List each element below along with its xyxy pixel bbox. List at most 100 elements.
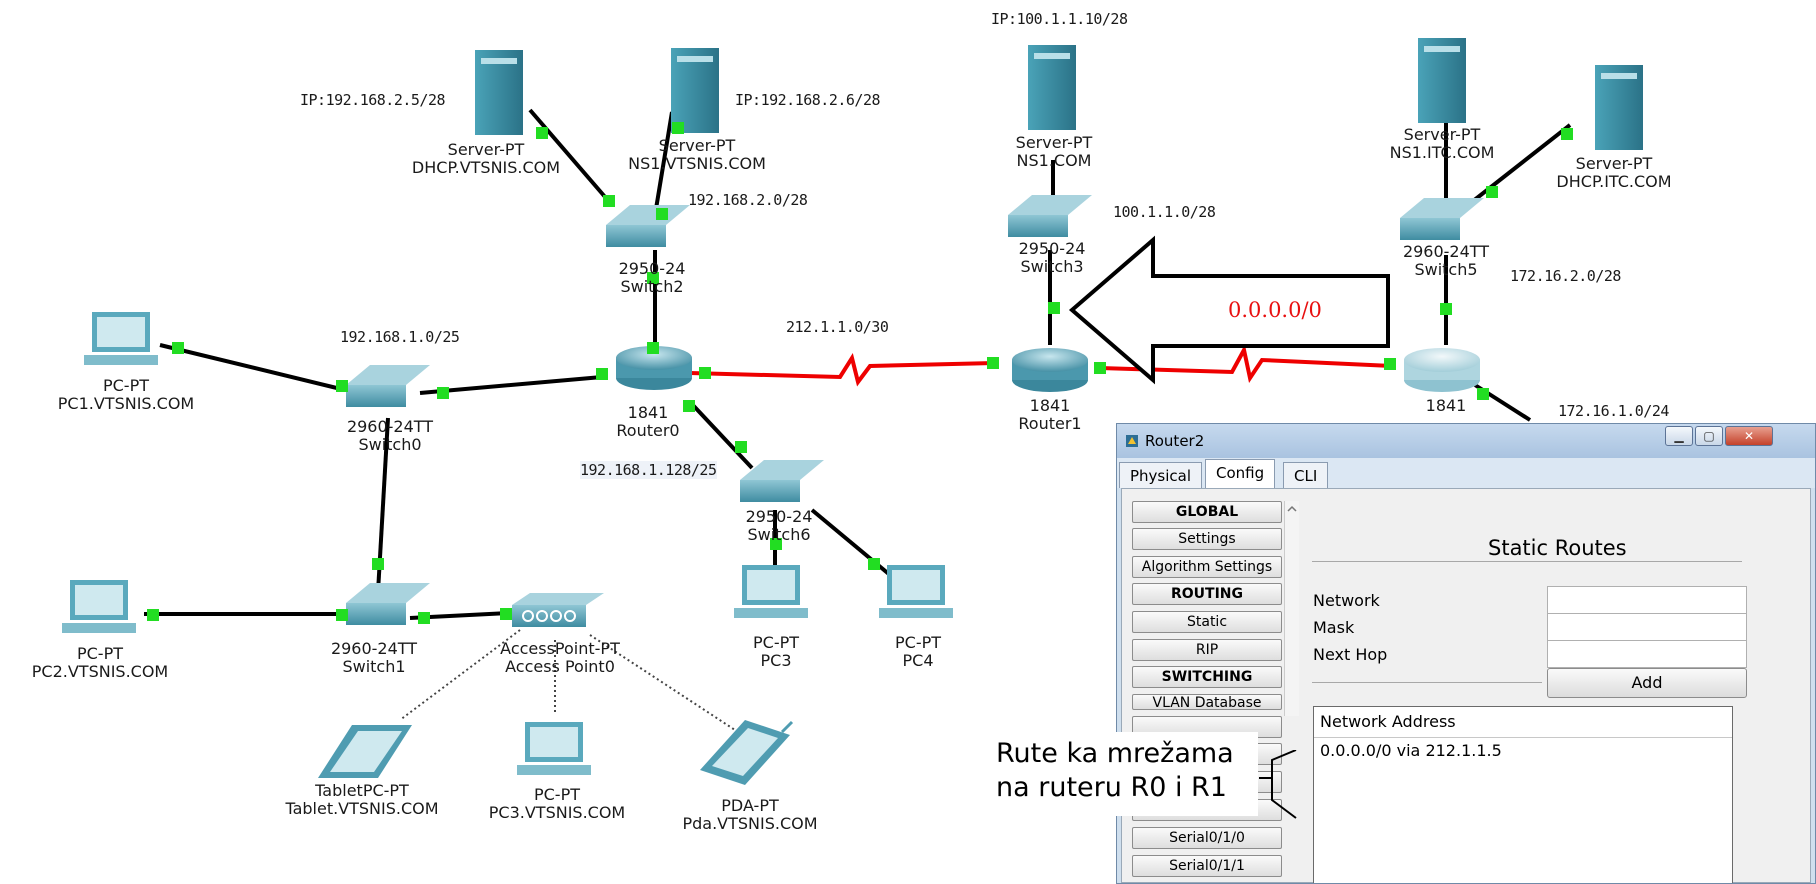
device-name: Pda.VTSNIS.COM xyxy=(682,814,818,833)
maximize-button[interactable]: ▢ xyxy=(1695,426,1723,446)
switch-icon[interactable] xyxy=(606,205,690,247)
callout-line2: na ruteru R0 i R1 xyxy=(996,772,1227,803)
packet-tracer-icon xyxy=(1126,435,1138,447)
device-name: DHCP.ITC.COM xyxy=(1556,172,1672,191)
device-name: PC1.VTSNIS.COM xyxy=(57,394,195,413)
window-titlebar[interactable]: Router2 ▁ ▢ ✕ xyxy=(1117,424,1815,458)
switch-icon[interactable] xyxy=(740,460,824,502)
routes-list[interactable]: Network Address 0.0.0.0/0 via 212.1.1.5 xyxy=(1313,706,1733,883)
device-type: PC-PT xyxy=(102,376,149,395)
tab-cli[interactable]: CLI xyxy=(1283,462,1329,488)
static-routes-title: Static Routes xyxy=(1488,536,1627,560)
server-icon[interactable] xyxy=(671,48,719,133)
minimize-button[interactable]: ▁ xyxy=(1665,426,1693,446)
window-title: Router2 xyxy=(1145,432,1205,450)
device-type: PC-PT xyxy=(752,633,800,652)
sidebar-item-rip[interactable]: RIP xyxy=(1132,639,1282,661)
callout-text: Rute ka mrežama na ruteru R0 i R1 xyxy=(996,737,1256,805)
title-divider xyxy=(1312,561,1742,562)
pda-icon[interactable] xyxy=(700,720,794,785)
network-label: 172.16.2.0/28 xyxy=(1510,267,1621,285)
device-model: 2950-24 xyxy=(1018,239,1086,258)
default-route-arrow xyxy=(1068,235,1390,385)
route-entry[interactable]: 0.0.0.0/0 via 212.1.1.5 xyxy=(1320,741,1502,760)
device-name: NS1.ITC.COM xyxy=(1389,143,1495,162)
network-label: 100.1.1.0/28 xyxy=(1113,203,1216,221)
tablet-icon[interactable] xyxy=(318,725,412,778)
chevron-up-icon[interactable] xyxy=(1285,502,1299,516)
device-name: Switch3 xyxy=(1020,257,1084,276)
device-name: Switch6 xyxy=(747,525,811,544)
sidebar-item-vlan-database[interactable]: VLAN Database xyxy=(1132,694,1282,710)
tab-config[interactable]: Config xyxy=(1205,459,1276,489)
callout-line1: Rute ka mrežama xyxy=(996,738,1234,769)
callout-box xyxy=(990,732,1258,816)
switch-icon[interactable] xyxy=(1400,198,1484,240)
pc-icon[interactable] xyxy=(879,565,953,618)
sidebar-item-serial0-1-0[interactable]: Serial0/1/0 xyxy=(1132,827,1282,849)
config-panel: GLOBAL Settings Algorithm Settings ROUTI… xyxy=(1121,488,1811,883)
sidebar-header-routing: ROUTING xyxy=(1132,583,1282,605)
device-type: Server-PT xyxy=(1403,125,1481,144)
server-ip-label: IP:100.1.1.10/28 xyxy=(991,10,1128,28)
device-name: Switch0 xyxy=(358,435,422,454)
device-name: PC3 xyxy=(760,651,792,670)
device-model: 1841 xyxy=(1029,396,1071,415)
device-name: DHCP.VTSNIS.COM xyxy=(411,158,561,177)
pc-icon[interactable] xyxy=(734,565,808,618)
sidebar-item-static[interactable]: Static xyxy=(1132,611,1282,633)
pc-icon[interactable] xyxy=(517,722,591,775)
network-label: 212.1.1.0/30 xyxy=(786,318,889,336)
device-name: Router0 xyxy=(616,421,680,440)
add-route-button[interactable]: Add xyxy=(1547,668,1747,698)
switch-icon[interactable] xyxy=(346,583,430,625)
access-point-icon[interactable] xyxy=(512,593,604,627)
switch-icon[interactable] xyxy=(346,365,430,407)
router-icon[interactable] xyxy=(616,346,692,390)
server-icon[interactable] xyxy=(475,50,523,135)
switch-icon[interactable] xyxy=(1008,195,1092,237)
sidebar-item-serial0-1-1[interactable]: Serial0/1/1 xyxy=(1132,855,1282,877)
pc-icon[interactable] xyxy=(62,580,136,633)
router-icon[interactable] xyxy=(1012,348,1088,392)
device-model: 2960-24TT xyxy=(346,417,434,436)
device-name: Switch5 xyxy=(1414,260,1478,279)
window-tabs: Physical Config CLI xyxy=(1117,458,1815,489)
device-name: NS1.VTSNIS.COM xyxy=(628,154,766,173)
callout-bracket xyxy=(1259,750,1297,819)
device-name: Switch2 xyxy=(620,277,684,296)
sidebar-item-algorithm-settings[interactable]: Algorithm Settings xyxy=(1132,556,1282,578)
tab-physical[interactable]: Physical xyxy=(1119,462,1203,488)
pc-icon[interactable] xyxy=(84,312,158,365)
device-model: 1841 xyxy=(627,403,669,422)
server-icon[interactable] xyxy=(1028,45,1076,130)
router-icon[interactable] xyxy=(1404,348,1480,392)
network-input[interactable] xyxy=(1547,586,1747,614)
next-hop-input[interactable] xyxy=(1547,640,1747,668)
mask-input[interactable] xyxy=(1547,613,1747,641)
close-button[interactable]: ✕ xyxy=(1725,426,1773,446)
sidebar-item-settings[interactable]: Settings xyxy=(1132,528,1282,550)
ethernet-links xyxy=(144,108,1572,620)
config-sidebar: GLOBAL Settings Algorithm Settings ROUTI… xyxy=(1132,501,1299,882)
network-field-label: Network xyxy=(1313,591,1380,610)
server-icon[interactable] xyxy=(1595,65,1643,150)
device-type: Server-PT xyxy=(1015,133,1093,152)
device-name: PC2.VTSNIS.COM xyxy=(31,662,169,681)
sidebar-scrollbar[interactable] xyxy=(1284,501,1299,716)
sidebar-header-global: GLOBAL xyxy=(1132,501,1282,523)
device-type: Server-PT xyxy=(658,136,736,155)
router-label: 1841 xyxy=(1426,397,1467,415)
network-label: 172.16.1.0/24 xyxy=(1558,402,1669,420)
network-label: 192.168.1.128/25 xyxy=(580,461,717,479)
server-icon[interactable] xyxy=(1418,38,1466,123)
device-model: 2950-24 xyxy=(618,259,686,278)
